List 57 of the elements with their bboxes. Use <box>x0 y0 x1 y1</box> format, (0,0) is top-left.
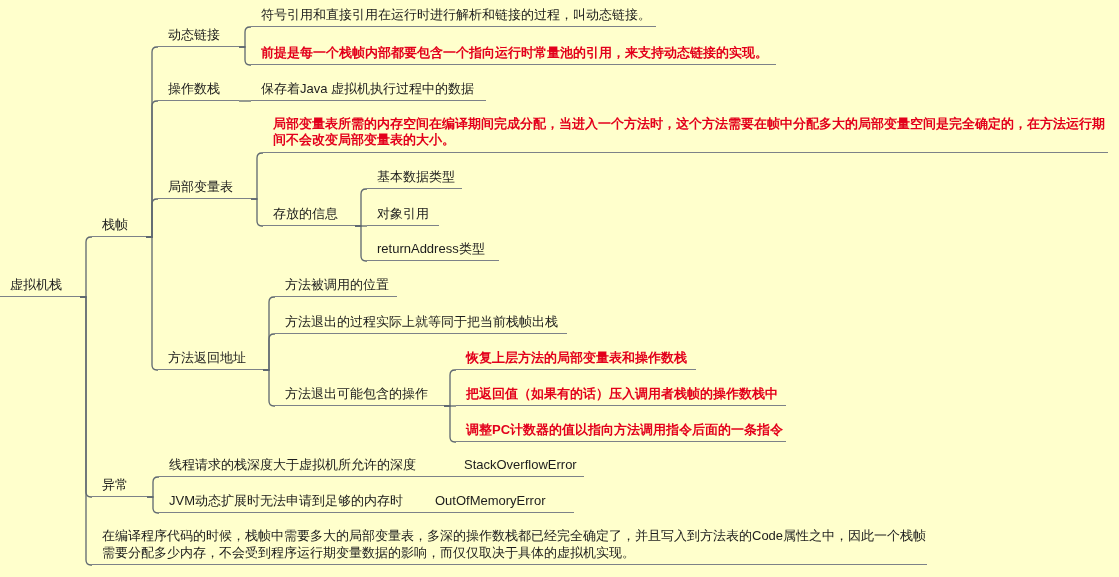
topic-underline <box>456 384 786 406</box>
topic-underline <box>456 420 786 442</box>
topic-text: 方法返回地址 <box>168 350 246 367</box>
topic-underline <box>367 239 499 261</box>
connector-line <box>354 225 368 262</box>
topic-underline <box>159 455 584 477</box>
topic-text: 保存着Java 虚拟机执行过程中的数据 <box>261 81 475 98</box>
topic-underline <box>158 348 263 370</box>
topic-underline <box>158 79 239 101</box>
topic-text: 符号引用和直接引用在运行时进行解析和链接的过程，叫动态链接。 <box>261 7 651 24</box>
topic-text: 把返回值（如果有的话）压入调用者栈帧的操作数栈中 <box>466 386 778 403</box>
topic-text: 前提是每一个栈帧内部都要包含一个指向运行时常量池的引用，来支持动态链接的实现。 <box>261 45 768 62</box>
topic-text: 方法被调用的位置 <box>285 277 389 294</box>
connector-line <box>238 46 252 66</box>
connector-line <box>146 496 160 514</box>
connector-line <box>250 198 264 227</box>
topic-underline <box>251 79 486 101</box>
topic-text: 栈帧 <box>102 217 128 234</box>
topic-underline <box>275 312 567 334</box>
topic-text: 基本数据类型 <box>377 169 455 186</box>
topic-underline <box>92 475 147 497</box>
topic-text: 对象引用 <box>377 206 429 223</box>
topic-text: 方法退出可能包含的操作 <box>285 386 428 403</box>
topic-text: OutOfMemoryError <box>435 493 546 510</box>
topic-text: JVM动态扩展时无法申请到足够的内存时 <box>169 493 403 510</box>
topic-text: 调整PC计数器的值以指向方法调用指令后面的一条指令 <box>466 422 784 439</box>
topic-text: 操作数栈 <box>168 81 220 98</box>
topic-text: 异常 <box>102 477 128 494</box>
topic-underline <box>275 384 444 406</box>
topic-underline <box>263 204 355 226</box>
topic-text: 恢复上层方法的局部变量表和操作数栈 <box>466 350 687 367</box>
topic-text: returnAddress类型 <box>377 241 485 258</box>
topic-underline <box>456 348 696 370</box>
topic-underline <box>275 275 397 297</box>
topic-text: 在编译程序代码的时候，栈帧中需要多大的局部变量表，多深的操作数栈都已经完全确定了，并且写入到方法表的Code属性之中，因此一个栈帧需要分配多少内存，不会受到程序运行期变量数据的影响，而仅仅取决于具体的虚拟机实现。 <box>102 527 927 562</box>
topic-underline <box>251 5 656 27</box>
connector-line <box>238 100 252 102</box>
topic-underline <box>367 204 439 226</box>
topic-underline <box>158 177 251 199</box>
topic-text: 局部变量表 <box>168 179 233 196</box>
topic-underline <box>0 275 80 297</box>
topic-underline <box>92 215 146 237</box>
topic-text: 局部变量表所需的内存空间在编译期间完成分配，当进入一个方法时，这个方法需要在帧中分配多大的局部变量空间是完全确定的，在方法运行期间不会改变局部变量表的大小。 <box>273 116 1106 149</box>
connector-line <box>79 296 93 566</box>
connector-line <box>443 405 457 443</box>
topic-text: 动态链接 <box>168 27 220 44</box>
topic-text: 线程请求的栈深度大于虚拟机所允许的深度 <box>169 457 416 474</box>
connector-line <box>145 236 159 371</box>
topic-text: 虚拟机栈 <box>10 277 62 294</box>
topic-underline <box>158 25 239 47</box>
topic-underline <box>251 43 776 65</box>
topic-text: StackOverflowError <box>464 457 577 474</box>
connector-line <box>262 369 276 407</box>
topic-underline <box>159 491 574 513</box>
topic-underline <box>367 167 462 189</box>
topic-text: 方法退出的过程实际上就等同于把当前栈帧出栈 <box>285 314 558 331</box>
topic-text: 存放的信息 <box>273 206 338 223</box>
